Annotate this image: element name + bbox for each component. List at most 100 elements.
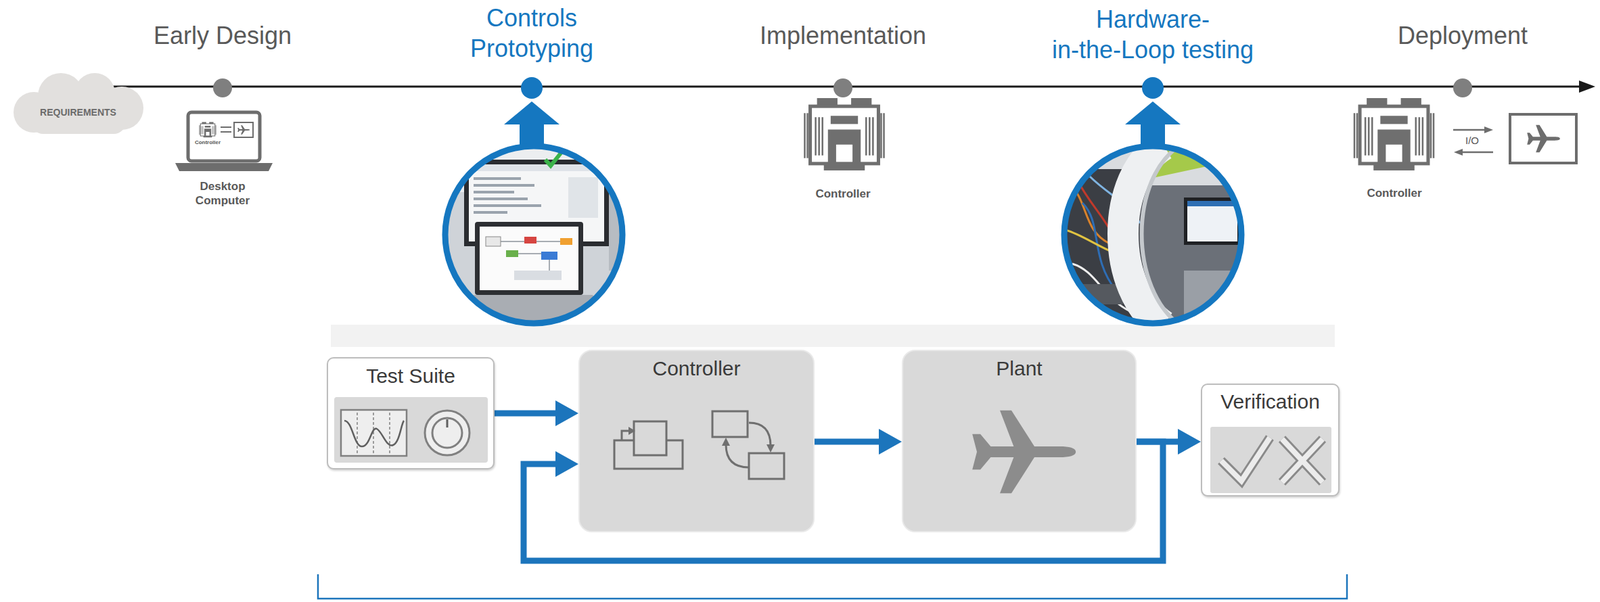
verification-icons: [1221, 437, 1270, 482]
prototyping-photo: [443, 144, 626, 327]
arrow-head: [1177, 428, 1201, 455]
controller-icon: [1354, 98, 1434, 171]
laptop-icon: [234, 122, 254, 138]
stage-label: Hardware- in-the-Loop testing: [1041, 4, 1265, 65]
prototyping-photo: [479, 226, 579, 291]
prototyping-photo: [568, 177, 599, 218]
prototyping-photo: [545, 152, 562, 166]
io-arrows: [1453, 126, 1494, 156]
io-arrows: [1484, 126, 1494, 134]
arrow-head: [878, 428, 902, 455]
hil-photo: [1141, 144, 1182, 327]
controller-box: Controller: [578, 349, 815, 533]
hil-photo: [1187, 200, 1238, 207]
prototyping-photo: [500, 241, 561, 271]
laptop-icon: [237, 125, 250, 134]
controller-logic-icons: [633, 421, 667, 456]
signal-label: I/O: [1455, 134, 1490, 147]
test-suite-icons: [432, 418, 463, 448]
prototyping-photo: [473, 177, 521, 180]
io-arrows: [1453, 129, 1486, 132]
plant-aircraft-icon: [972, 410, 1076, 494]
arrow-head: [555, 451, 579, 477]
hil-photo: [1062, 144, 1245, 327]
timeline-dot: [213, 78, 233, 98]
controller-logic-icons: [614, 411, 785, 479]
box-label: Test Suite: [366, 363, 456, 389]
prototyping-photo: [443, 144, 630, 327]
laptop-icon: [175, 163, 273, 172]
controller-icon: [804, 98, 884, 171]
cloud-shape: [31, 105, 126, 134]
prototyping-photo: [560, 238, 573, 245]
icon-caption: Desktop Computer: [185, 179, 260, 208]
controller-logic-icons: [748, 453, 785, 479]
test-suite-icons: [334, 397, 488, 463]
test-suite-box: Test Suite: [326, 357, 495, 470]
controller-logic-icons: [748, 422, 771, 446]
stage-label: Controls Prototyping: [450, 2, 613, 64]
timeline-dot: [1141, 77, 1164, 99]
aircraft-icon: [1526, 125, 1561, 153]
requirements-cloud: REQUIREMENTS: [5, 70, 151, 136]
verification-icons: [1282, 439, 1323, 483]
test-suite-icons: [446, 419, 449, 428]
layout-spacer: [1041, 4, 1086, 18]
test-suite-icons: [340, 409, 407, 456]
hil-photo: [1187, 200, 1238, 242]
box-label: Plant: [995, 356, 1042, 381]
layout-spacer: [1220, 4, 1265, 18]
controller-logic-icons: [766, 444, 775, 453]
connector-line: [814, 439, 881, 446]
cloud-shape: [5, 70, 151, 136]
connector-arrow: [494, 400, 579, 427]
controller-logic-icons: [721, 437, 730, 446]
plant-box: Plant: [901, 349, 1137, 533]
aircraft-icon: [1510, 114, 1577, 164]
connector-line: [494, 410, 557, 417]
controller-logic-icons: [628, 426, 636, 436]
prototyping-photo: [514, 270, 562, 281]
timeline-arrow: [1579, 80, 1596, 93]
arrow-head: [555, 400, 579, 427]
prototyping-photo: [473, 197, 528, 201]
cloud-label: REQUIREMENTS: [39, 106, 117, 119]
aircraft-icon: [1510, 114, 1577, 164]
icon-caption: Controller: [187, 139, 228, 147]
prototyping-photo: [485, 236, 501, 247]
prototyping-photo: [506, 250, 519, 258]
prototyping-photo: [524, 236, 537, 244]
verification-box: Verification: [1200, 383, 1340, 497]
cloud-shape: [13, 73, 144, 134]
timeline-dot: [520, 77, 543, 99]
hil-photo: [1062, 144, 1245, 327]
timeline-dot: [1453, 78, 1473, 98]
timeline-dot: [833, 78, 853, 98]
box-label: Verification: [1220, 389, 1320, 415]
controller-logic-icons: [628, 426, 775, 453]
scope-bracket: [317, 574, 1347, 599]
test-suite-icons: [424, 410, 470, 456]
controller-logic-icons: [725, 444, 749, 468]
prototyping-photo: [541, 251, 558, 260]
io-arrows: [1461, 151, 1494, 154]
hil-photo: [1062, 144, 1245, 327]
test-suite-icons: [344, 420, 404, 447]
verification-icons: [1210, 426, 1332, 494]
prototyping-photo: [473, 204, 542, 208]
hil-photo: [1064, 146, 1242, 324]
stage-label: Implementation: [734, 20, 952, 51]
laptop-icon: [199, 121, 217, 138]
timeline-dot: [213, 77, 1473, 99]
prototyping-photo: [445, 146, 623, 324]
laptop-icon: [220, 127, 232, 132]
io-arrows: [1453, 148, 1463, 156]
prototyping-photo: [473, 177, 542, 214]
controller-logic-icons: [712, 411, 748, 438]
laptop-icon: [188, 112, 260, 162]
stage-label: Deployment: [1361, 20, 1565, 51]
prototyping-photo: [473, 211, 508, 214]
prototyping-photo: [468, 164, 605, 172]
